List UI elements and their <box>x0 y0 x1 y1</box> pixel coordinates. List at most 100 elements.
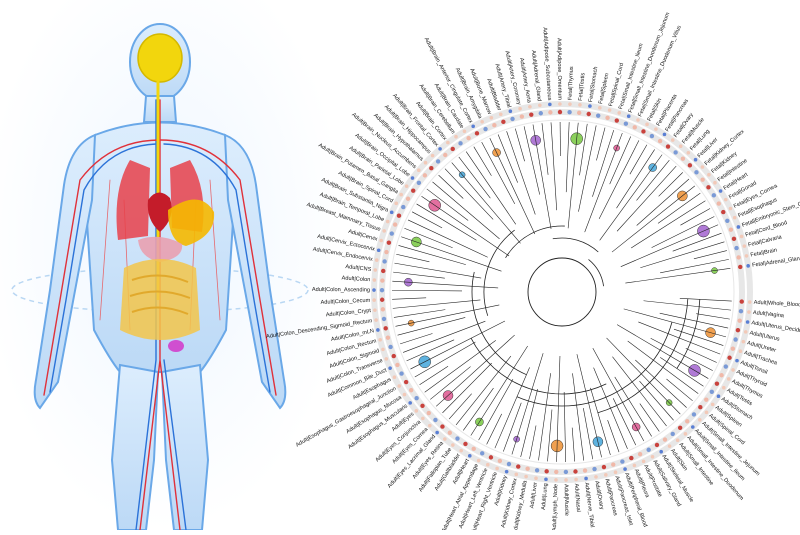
tissue-label: Fetal|Spleen <box>598 73 610 105</box>
tree-leaf-branch <box>542 123 548 175</box>
heatmap-cell <box>477 459 481 463</box>
heatmap-cell <box>711 403 715 407</box>
heatmap-cell <box>737 319 741 323</box>
heatmap-cell <box>538 104 542 108</box>
heatmap-cell <box>408 401 412 405</box>
heatmap-cell <box>381 269 385 273</box>
tree-leaf-branch <box>392 290 462 291</box>
heatmap-cell <box>592 467 596 471</box>
tree-leaf-branch <box>624 309 726 337</box>
tissue-label: Fetal|Testis <box>578 72 587 101</box>
tissue-label: Fetal|Stomach <box>588 66 599 102</box>
heatmap-cell <box>433 418 437 422</box>
heatmap-cell <box>578 103 582 107</box>
heatmap-cell <box>395 363 399 367</box>
heatmap-cell <box>577 111 581 115</box>
tree-leaf-branch <box>401 237 501 271</box>
heatmap-cell <box>498 459 502 463</box>
heatmap-cell <box>417 168 421 172</box>
heatmap-cell <box>627 114 631 118</box>
heatmap-cell <box>380 278 384 282</box>
heatmap-cell <box>568 102 572 106</box>
heatmap-cell <box>707 173 711 177</box>
tree-leaf-branch <box>515 129 524 162</box>
tree-leaf-branch <box>495 367 530 448</box>
heatmap-cell <box>529 112 533 116</box>
heatmap-cell <box>386 220 390 224</box>
tree-leaf-branch <box>394 263 481 278</box>
tree-leaf-branch <box>572 428 575 462</box>
heatmap-cell <box>377 248 381 252</box>
heatmap-cell <box>475 131 479 135</box>
heatmap-cell <box>651 455 655 459</box>
tissue-label: Adult|Colon_Ascending <box>312 287 370 294</box>
heatmap-rings <box>372 102 751 482</box>
heatmap-cell <box>495 467 499 471</box>
tree-leaf-branch <box>607 338 681 414</box>
tree-leaf-branch <box>396 254 429 262</box>
tree-leaf-branch <box>412 212 442 228</box>
tissue-label: Adult|Adipose_Omentum <box>556 38 563 100</box>
heatmap-cell <box>583 468 587 472</box>
heatmap-cell <box>386 336 390 340</box>
heatmap-cell <box>739 309 743 313</box>
tree-internal-arc <box>589 259 604 286</box>
heatmap-cell <box>633 464 637 468</box>
heatmap-cell <box>554 470 558 474</box>
tree-leaf-branch <box>631 201 705 248</box>
heatmap-cell <box>399 371 403 375</box>
heatmap-cell <box>406 197 410 201</box>
heatmap-cell <box>588 104 592 108</box>
heatmap-cell <box>617 111 621 115</box>
heatmap-cell <box>666 144 670 148</box>
tree-leaf-branch <box>507 131 536 214</box>
heatmap-cell <box>633 125 637 129</box>
heatmap-cell <box>472 447 476 451</box>
tissue-label: Adult|Colon_Crypt <box>326 308 372 318</box>
heatmap-cell <box>727 356 731 360</box>
tree-leaf-branch <box>635 360 686 408</box>
heatmap-cell <box>489 455 493 459</box>
heatmap-cell <box>700 177 704 181</box>
heatmap-cell <box>499 112 503 116</box>
heatmap-cell <box>747 310 751 314</box>
heatmap-cell <box>732 237 736 241</box>
heatmap-cell <box>440 424 444 428</box>
heatmap-cell <box>620 459 624 463</box>
heatmap-cell <box>451 147 455 151</box>
tree-root-arc <box>528 258 596 326</box>
heatmap-cell <box>431 154 435 158</box>
heatmap-cell <box>417 181 421 185</box>
heatmap-cell <box>463 129 467 133</box>
heatmap-cell <box>397 214 401 218</box>
heatmap-cell <box>372 288 376 292</box>
heatmap-cell <box>596 113 600 117</box>
heatmap-cell <box>373 278 377 282</box>
heatmap-cell <box>539 111 543 115</box>
heatmap-cell <box>604 473 608 477</box>
tree-leaf-branch <box>566 122 569 192</box>
heatmap-cell <box>459 449 463 453</box>
heatmap-cell <box>724 198 728 202</box>
heatmap-cell <box>528 105 532 109</box>
heatmap-cell <box>727 377 731 381</box>
heatmap-cell <box>692 412 696 416</box>
heatmap-cell <box>525 466 529 470</box>
tree-leaf-branch <box>474 147 492 176</box>
heatmap-cell <box>446 141 450 145</box>
heatmap-cell <box>558 110 562 114</box>
heatmap-cell <box>382 259 386 263</box>
heatmap-cell <box>509 109 513 113</box>
tree-leaf-branch <box>625 268 730 283</box>
heatmap-cell <box>510 117 514 121</box>
heatmap-cell <box>623 467 627 471</box>
heatmap-cell <box>615 118 619 122</box>
tree-leaf-branch <box>400 334 432 344</box>
heatmap-cell <box>520 114 524 118</box>
heatmap-cell <box>724 364 728 368</box>
heatmap-cell <box>403 393 407 397</box>
brain-organ <box>138 34 182 82</box>
tissue-label: Adult|Colon_Cecum <box>320 298 370 306</box>
heatmap-cell <box>704 397 708 401</box>
